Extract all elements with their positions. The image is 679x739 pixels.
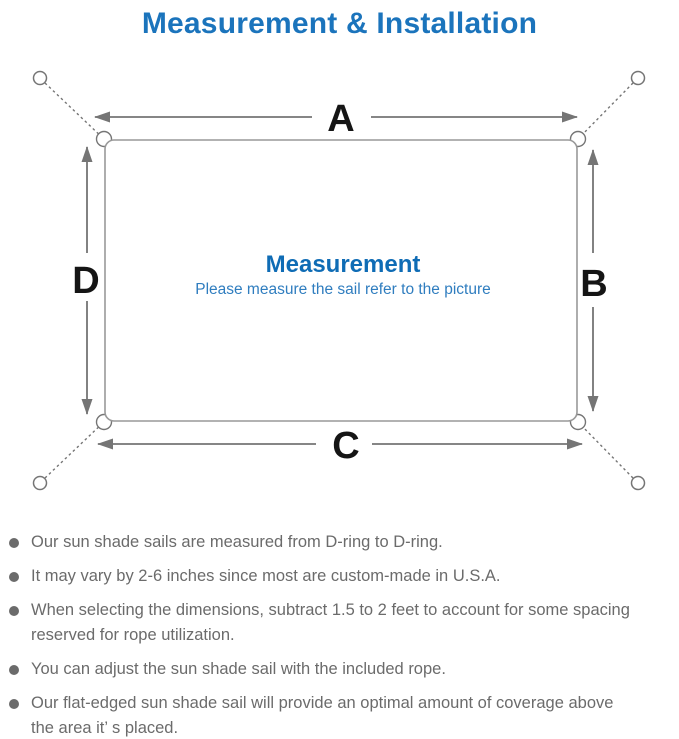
anchor-ring-bottom-right-icon xyxy=(630,475,646,491)
sail-measurement-diagram: A D B C Measurement Please measure the s… xyxy=(0,55,679,515)
sail-rectangle xyxy=(104,139,578,422)
dashed-tie-top-right xyxy=(575,82,634,142)
dashed-tie-bottom-right xyxy=(575,419,634,479)
sail-diagram-canvas: A D B C Measurement Please measure the s… xyxy=(32,70,646,491)
note-text: Our sun shade sails are measured from D-… xyxy=(31,530,443,555)
note-text: When selecting the dimensions, subtract … xyxy=(31,598,630,648)
dimension-label-a: A xyxy=(327,98,354,140)
dimension-label-d: D xyxy=(72,260,99,302)
anchor-ring-top-left-icon xyxy=(32,70,48,86)
anchor-ring-top-right-icon xyxy=(630,70,646,86)
diagram-center-subtitle: Please measure the sail refer to the pic… xyxy=(195,281,491,298)
list-item: Our flat-edged sun shade sail will provi… xyxy=(0,691,670,739)
list-item: You can adjust the sun shade sail with t… xyxy=(0,657,670,682)
diagram-center-title: Measurement xyxy=(266,251,421,278)
bullet-dot-icon xyxy=(9,665,19,675)
bullet-dot-icon xyxy=(9,572,19,582)
list-item: Our sun shade sails are measured from D-… xyxy=(0,530,670,555)
note-text: Our flat-edged sun shade sail will provi… xyxy=(31,691,613,739)
note-text: It may vary by 2-6 inches since most are… xyxy=(31,564,501,589)
bullet-dot-icon xyxy=(9,606,19,616)
dimension-label-c: C xyxy=(332,425,359,467)
dimension-label-b: B xyxy=(580,263,607,305)
bullet-dot-icon xyxy=(9,538,19,548)
note-line: You can adjust the sun shade sail with t… xyxy=(31,660,446,678)
note-text: You can adjust the sun shade sail with t… xyxy=(31,657,446,682)
note-line: Our flat-edged sun shade sail will provi… xyxy=(31,694,614,712)
bullet-dot-icon xyxy=(9,699,19,709)
note-line: the area it’ s placed. xyxy=(31,719,179,737)
note-line: When selecting the dimensions, subtract … xyxy=(31,601,630,619)
dashed-tie-top-left xyxy=(44,82,107,142)
measurement-notes-list: Our sun shade sails are measured from D-… xyxy=(0,530,670,739)
note-line: It may vary by 2-6 inches since most are… xyxy=(31,567,501,585)
dashed-tie-bottom-left xyxy=(44,419,107,479)
note-line: Our sun shade sails are measured from D-… xyxy=(31,533,443,551)
page-title: Measurement & Installation xyxy=(141,7,538,40)
list-item: When selecting the dimensions, subtract … xyxy=(0,598,670,648)
anchor-ring-bottom-left-icon xyxy=(32,475,48,491)
note-line: reserved for rope utilization. xyxy=(31,626,235,644)
list-item: It may vary by 2-6 inches since most are… xyxy=(0,564,670,589)
